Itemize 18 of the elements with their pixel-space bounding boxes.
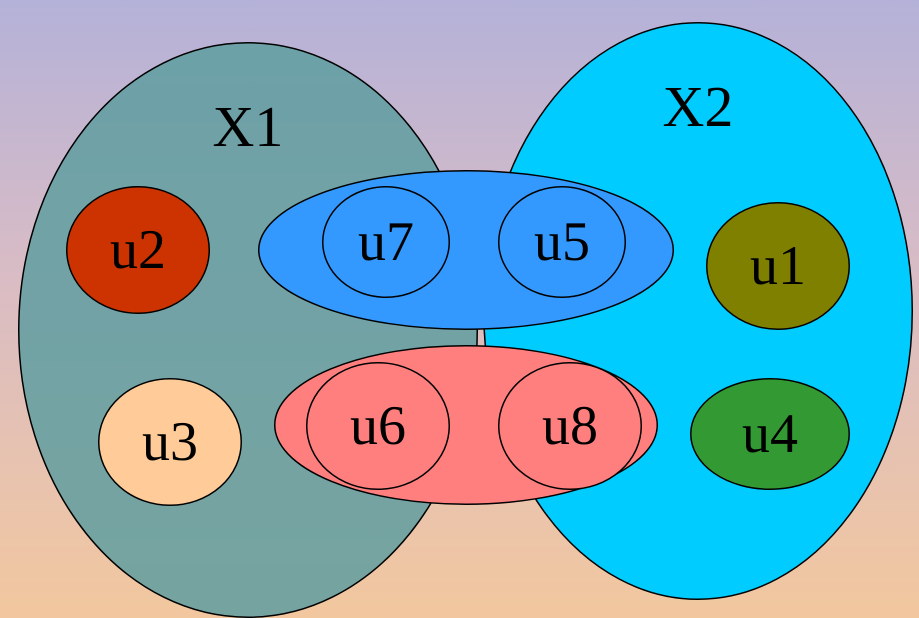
element-ellipse xyxy=(706,202,850,330)
element-ellipse xyxy=(498,186,626,298)
element-label: u2 xyxy=(110,222,166,278)
element-ellipse xyxy=(98,378,242,506)
element-ellipse xyxy=(66,186,210,314)
element-ellipse xyxy=(690,378,850,490)
element-label: u6 xyxy=(350,398,406,454)
element-label: u5 xyxy=(534,214,590,270)
set-label: X1 xyxy=(212,98,284,156)
element-label: u4 xyxy=(742,406,798,462)
element-label: u3 xyxy=(142,414,198,470)
element-label: u8 xyxy=(542,398,598,454)
element-ellipse xyxy=(322,186,450,298)
element-label: u7 xyxy=(358,214,414,270)
element-ellipse xyxy=(306,362,450,490)
element-label: u1 xyxy=(750,238,806,294)
set-label: X2 xyxy=(662,78,734,136)
element-ellipse xyxy=(498,362,642,490)
